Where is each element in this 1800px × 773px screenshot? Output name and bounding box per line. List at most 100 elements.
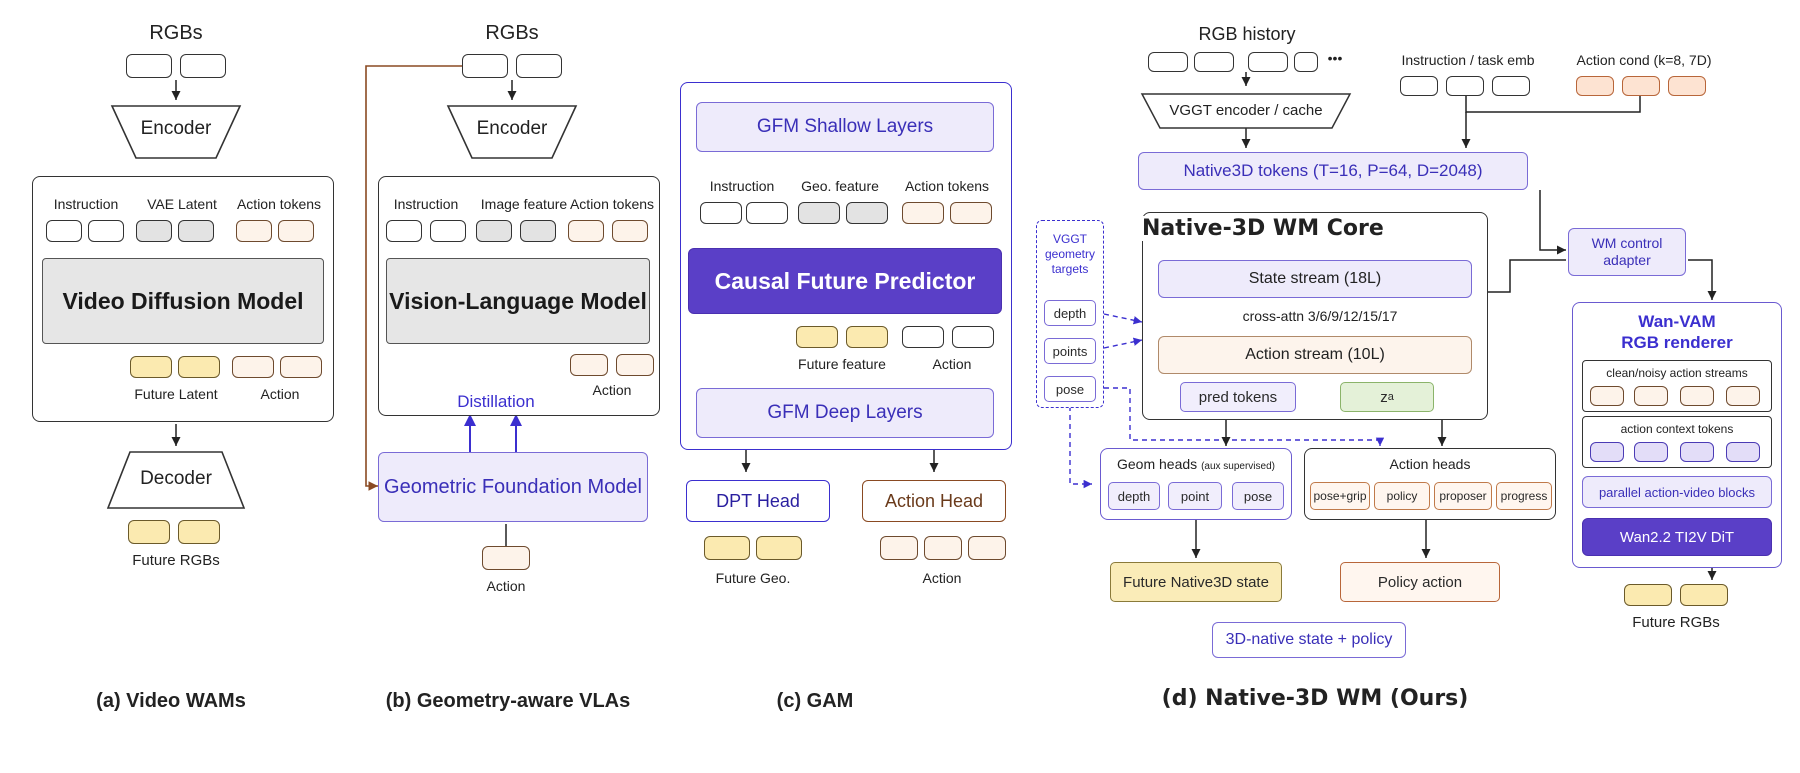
a-action-tokens-label: Action tokens	[236, 196, 322, 212]
d-head-proposer: proposer	[1434, 482, 1492, 510]
d-rgb-history-token	[1294, 52, 1318, 72]
d-clean-noisy-label: clean/noisy action streams	[1606, 366, 1748, 380]
c-geo-token	[798, 202, 840, 224]
d-action-cond-token	[1622, 76, 1660, 96]
d-rgb-history-token	[1248, 52, 1288, 72]
d-policy-action: Policy action	[1340, 562, 1500, 602]
d-renderer-title-1: Wan-VAM	[1638, 312, 1716, 331]
a-decoder-shape	[106, 451, 246, 509]
d-wm-control-label: WM control adapter	[1591, 235, 1663, 268]
b-instruction-token	[386, 220, 422, 242]
b-instruction-token	[430, 220, 466, 242]
b-image-feature-label: Image feature	[480, 196, 568, 212]
d-head-point: point	[1168, 482, 1222, 510]
c-action-token	[902, 202, 944, 224]
c-action-final-token	[968, 536, 1006, 560]
c-gfm-deep-layers: GFM Deep Layers	[696, 388, 994, 438]
d-renderer-title-2: RGB renderer	[1621, 333, 1733, 352]
a-encoder-label: Encoder	[140, 118, 212, 139]
b-action-tokens-label: Action tokens	[569, 196, 655, 212]
a-rgb-token	[180, 54, 226, 78]
c-future-feature-token	[796, 326, 838, 348]
b-geometric-foundation-model: Geometric Foundation Model	[378, 452, 648, 522]
d-action-stream: Action stream (10L)	[1158, 336, 1472, 374]
d-future-rgb-token	[1680, 584, 1728, 606]
b-action-token	[612, 220, 648, 242]
d-head-depth: depth	[1108, 482, 1160, 510]
b-vision-language-model: Vision-Language Model	[386, 258, 650, 344]
d-ellipsis: •••	[1327, 50, 1343, 66]
b-action-out-token	[616, 354, 654, 376]
c-geo-feature-label: Geo. feature	[801, 178, 879, 194]
b-encoder-label: Encoder	[476, 118, 548, 139]
d-caption: (d) Native-3D WM (Ours)	[1161, 686, 1469, 711]
d-instruction-token	[1492, 76, 1530, 96]
c-causal-future-predictor: Causal Future Predictor	[688, 248, 1002, 314]
d-clean-noisy-token	[1680, 386, 1714, 406]
d-target-points: points	[1044, 338, 1096, 364]
d-action-context-token	[1726, 442, 1760, 462]
b-caption: (b) Geometry-aware VLAs	[385, 690, 631, 712]
d-instruction-emb-label: Instruction / task emb	[1401, 52, 1535, 68]
a-action-token	[236, 220, 272, 242]
d-aux-label: (aux supervised)	[1201, 461, 1275, 472]
d-cross-attn-label: cross-attn 3/6/9/12/15/17	[1242, 308, 1398, 324]
d-head-progress: progress	[1496, 482, 1552, 510]
a-instruction-token	[46, 220, 82, 242]
b-action-inner-label: Action	[592, 382, 632, 398]
d-future-native3d-state: Future Native3D state	[1110, 562, 1282, 602]
a-future-latent-token	[178, 356, 220, 378]
d-head-policy: policy	[1374, 482, 1430, 510]
d-action-heads-label: Action heads	[1389, 456, 1471, 472]
a-future-rgbs-label: Future RGBs	[132, 552, 220, 569]
a-action-token	[278, 220, 314, 242]
c-geo-token	[846, 202, 888, 224]
c-action-tokens-label: Action tokens	[904, 178, 990, 194]
d-vggt-encoder-label: VGGT encoder / cache	[1169, 102, 1323, 119]
b-rgbs-label: RGBs	[485, 22, 539, 44]
d-rgb-history-token	[1194, 52, 1234, 72]
c-instruction-token	[700, 202, 742, 224]
c-instruction-label: Instruction	[709, 178, 775, 194]
d-wm-control-adapter: WM control adapter	[1568, 228, 1686, 276]
a-future-rgb-token	[178, 520, 220, 544]
d-action-context-token	[1590, 442, 1624, 462]
d-instruction-token	[1400, 76, 1438, 96]
b-rgb-token	[462, 54, 508, 78]
a-future-latent-token	[130, 356, 172, 378]
b-action-final-token	[482, 546, 530, 570]
c-dpt-head: DPT Head	[686, 480, 830, 522]
d-core-title: Native-3D WM Core	[1142, 216, 1384, 241]
d-action-cond-token	[1668, 76, 1706, 96]
a-future-latent-label: Future Latent	[134, 386, 218, 402]
d-action-cond-label: Action cond (k=8, 7D)	[1576, 52, 1712, 68]
d-vggt-targets-label: VGGT geometry targets	[1044, 232, 1096, 276]
c-future-geo-token	[756, 536, 802, 560]
b-image-token	[520, 220, 556, 242]
d-parallel-blocks: parallel action-video blocks	[1582, 476, 1772, 508]
c-action-label: Action	[922, 570, 962, 586]
b-action-token	[568, 220, 604, 242]
a-caption: (a) Video WAMs	[96, 690, 246, 712]
c-instruction-token	[746, 202, 788, 224]
d-head-pose-grip: pose+grip	[1310, 482, 1370, 510]
c-caption: (c) GAM	[776, 690, 854, 712]
a-vae-token	[178, 220, 214, 242]
d-vggt-encoder-shape	[1140, 93, 1352, 129]
a-rgbs-label: RGBs	[149, 22, 203, 44]
a-decoder-label: Decoder	[140, 468, 212, 489]
a-action-label: Action	[260, 386, 300, 402]
d-target-depth: depth	[1044, 300, 1096, 326]
c-action-token	[950, 202, 992, 224]
d-clean-noisy-token	[1590, 386, 1624, 406]
c-action-out-token	[902, 326, 944, 348]
c-action-final-token	[880, 536, 918, 560]
d-state-stream: State stream (18L)	[1158, 260, 1472, 298]
d-za-subscript: a	[1387, 391, 1394, 403]
a-vae-token	[136, 220, 172, 242]
d-native3d-tokens: Native3D tokens (T=16, P=64, D=2048)	[1138, 152, 1528, 190]
c-action-out-token	[952, 326, 994, 348]
d-target-pose: pose	[1044, 376, 1096, 402]
b-action-label: Action	[486, 578, 526, 594]
b-instruction-label: Instruction	[393, 196, 459, 212]
